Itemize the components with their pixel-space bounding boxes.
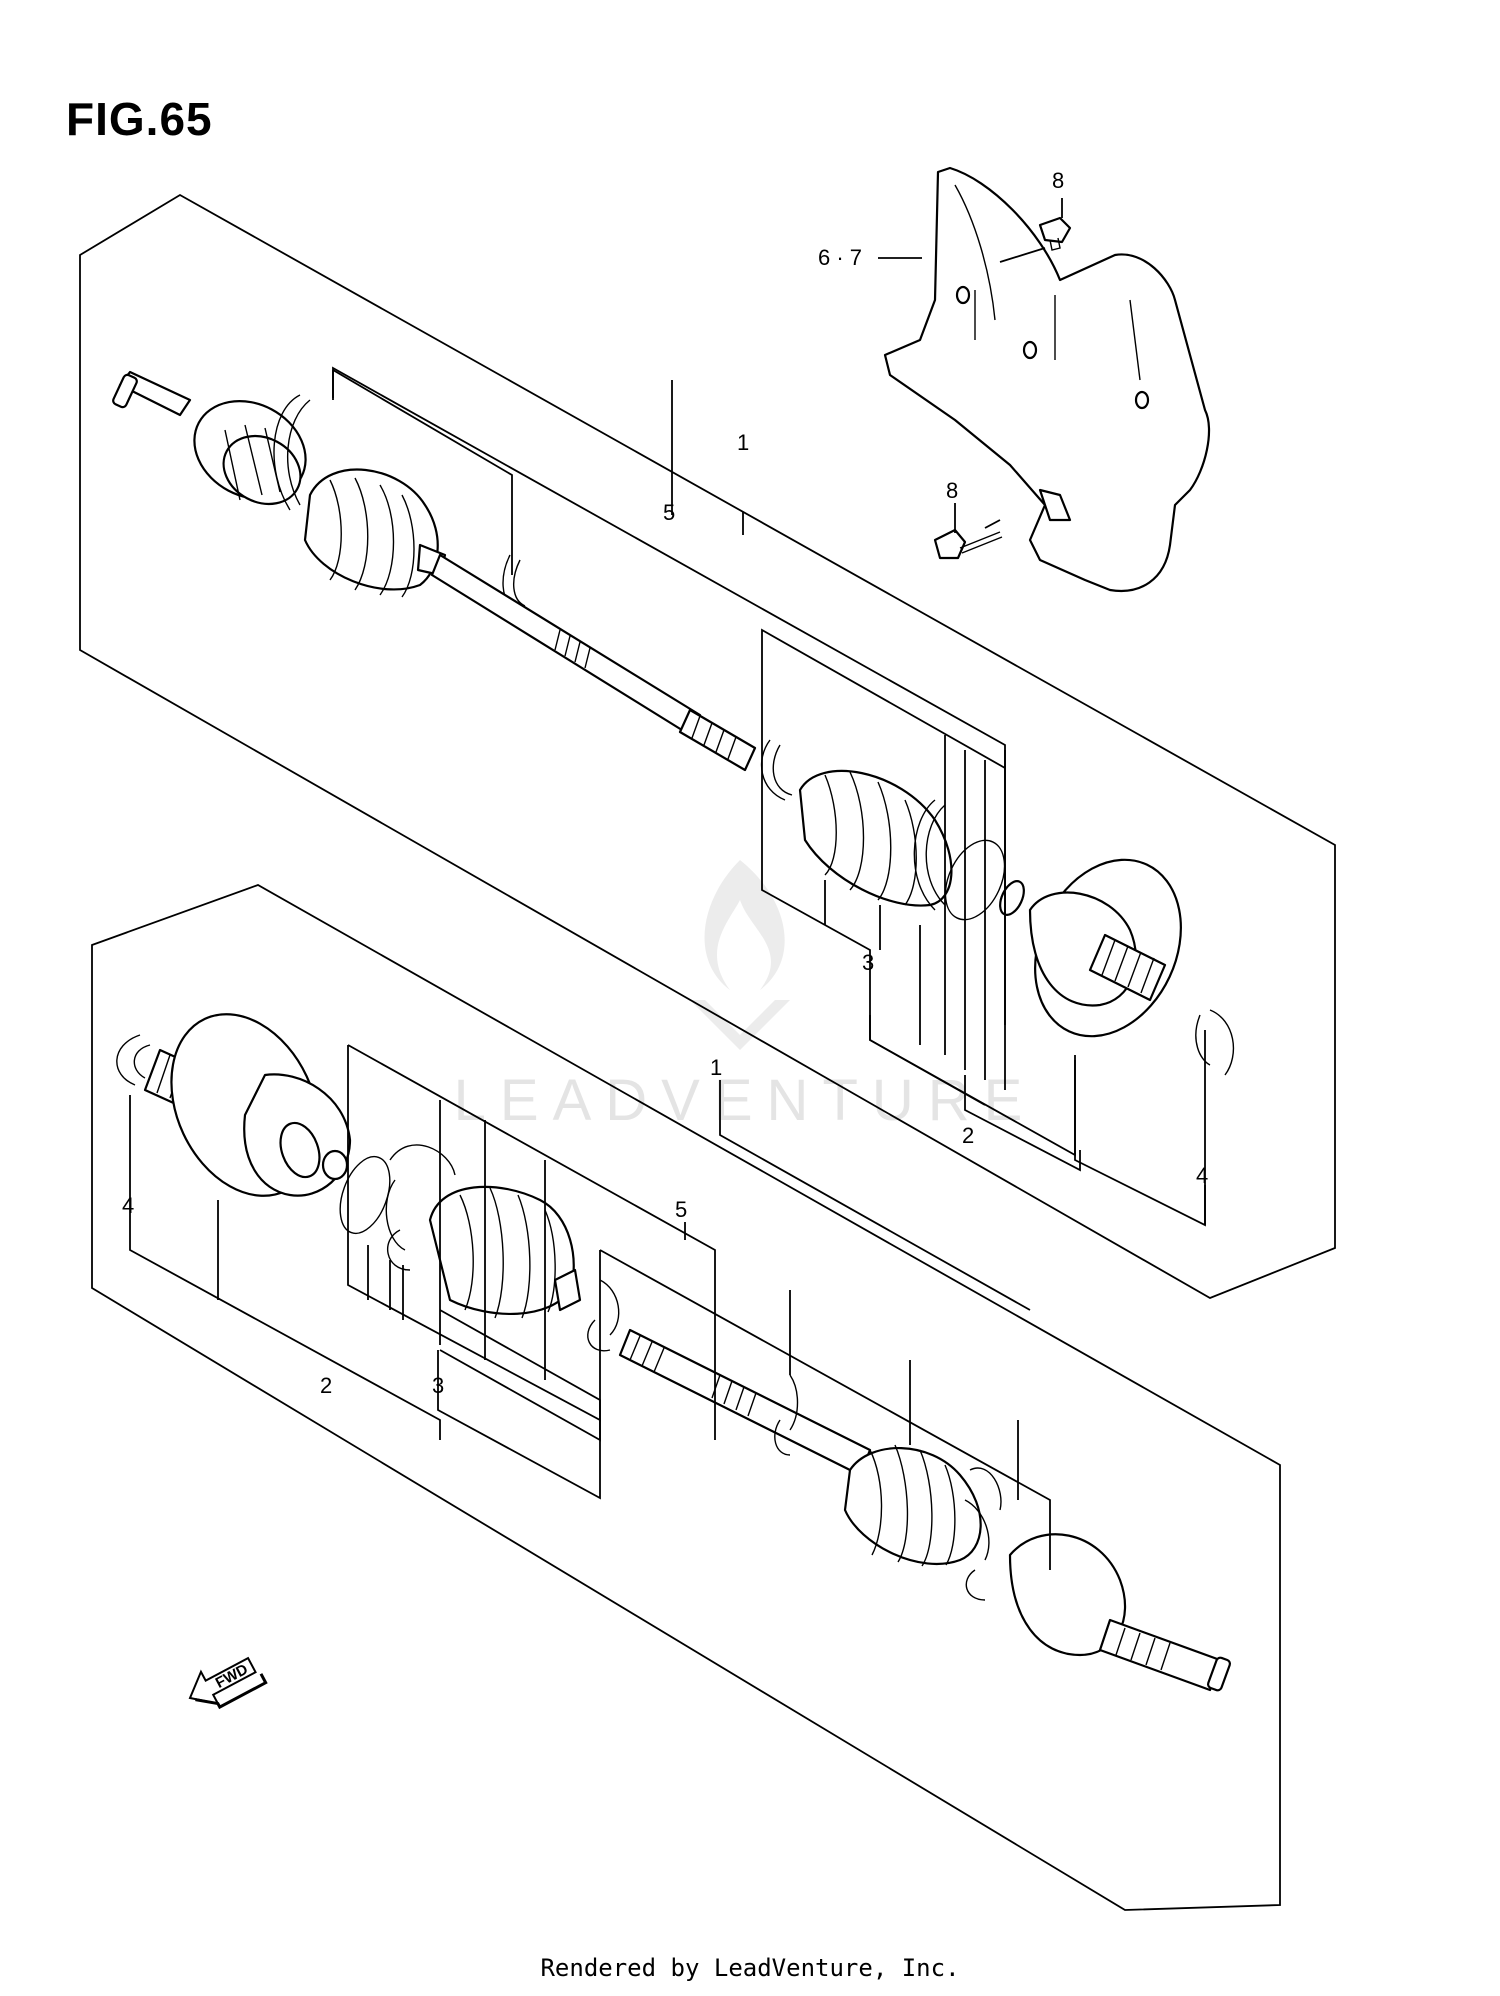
bolt-top [1038,216,1072,251]
top-callout-4: 4 [1196,1163,1208,1188]
bottom-inner-cv-joint [143,1013,352,1197]
footer-credit: Rendered by LeadVenture, Inc. [540,1954,960,1982]
top-callout-3: 3 [862,950,874,975]
top-inner-cv-joint [1028,858,1182,1038]
leader-bottom-4-2 [129,1095,441,1440]
figure-title: FIG.65 [66,93,213,145]
bottom-callout-4: 4 [122,1193,134,1218]
callout-8-top: 8 [1052,168,1064,193]
guard-mount-tab [1038,488,1072,522]
top-outer-cv-joint [112,370,307,506]
bottom-outer-cv-joint [1008,1533,1232,1692]
bottom-snap-ring [321,1149,349,1181]
bottom-callout-1: 1 [710,1055,722,1080]
bottom-outer-clamp-large [965,1467,1002,1601]
bottom-assembly-panel: 1 5 4 2 3 [91,884,1281,1911]
top-assembly-panel: 1 5 3 2 4 [79,193,1336,1299]
top-shaft [430,553,757,772]
top-panel-outline [79,193,1336,1299]
bottom-outer-boot [843,1444,982,1567]
bottom-inner-boot [428,1185,582,1319]
bottom-inner-clamp-small [587,1279,620,1352]
guard-plate [883,166,1211,592]
top-callout-2: 2 [962,1123,974,1148]
bottom-callout-5: 5 [675,1197,687,1222]
guard-hole-2 [1022,340,1038,360]
bottom-circlip-end [116,1034,151,1086]
fwd-arrow-label: FWD [213,1661,251,1692]
watermark-text: LEADVENTURE [454,1068,1037,1133]
guard-bracket-assembly: 8 8 6 · 7 [818,166,1211,592]
bottom-panel-outline [91,884,1281,1911]
top-circlip-end [1195,1009,1235,1076]
top-inner-clamp-small [760,739,793,801]
top-outer-clamp-large [273,394,311,511]
top-inner-boot [798,769,953,907]
top-inner-clamp-large [913,799,946,911]
top-circlip-ring [944,839,1006,921]
top-callout-1: 1 [737,430,749,455]
bottom-circlip-ring [339,1155,391,1235]
callout-8-bottom: 8 [946,478,958,503]
bottom-outer-clamp-small [774,1374,799,1456]
watermark: LEADVENTURE [454,860,1037,1133]
callout-6-7: 6 · 7 [818,245,862,270]
top-snap-ring [999,880,1025,916]
guard-hole-3 [1134,390,1150,410]
bottom-shaft [618,1328,872,1477]
guard-hole-1 [955,285,971,305]
fwd-arrow: FWD [188,1656,268,1710]
bolt-bottom [933,528,1003,560]
top-callout-5: 5 [663,500,675,525]
bottom-callout-3: 3 [432,1373,444,1398]
top-outer-boot [303,468,447,598]
bottom-callout-2: 2 [320,1373,332,1398]
